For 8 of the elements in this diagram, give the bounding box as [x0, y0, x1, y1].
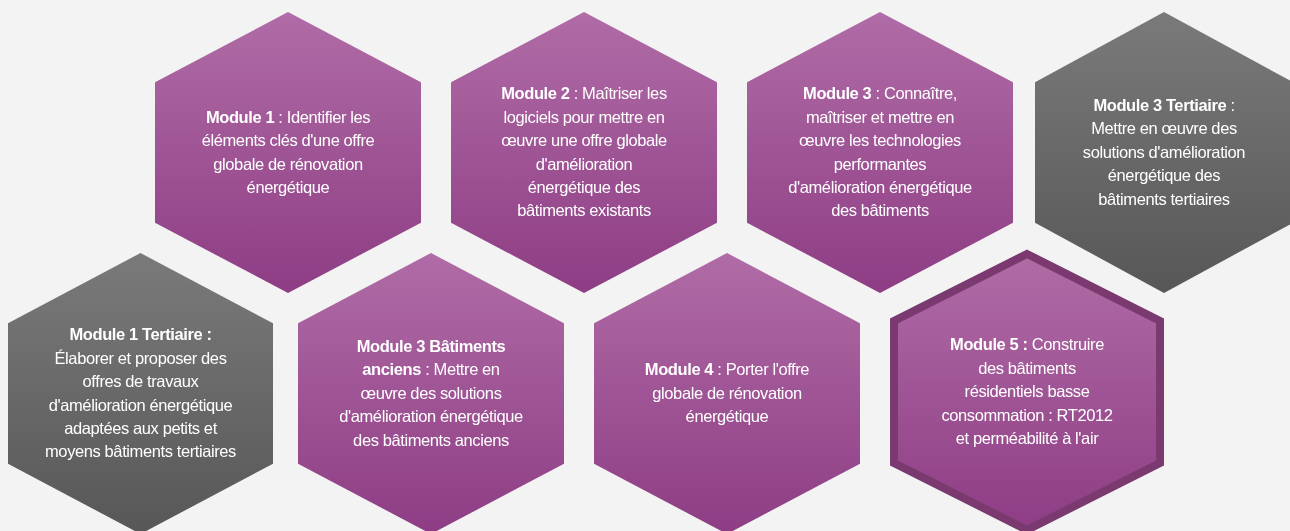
module-description: Module 1 : Identifier les éléments clés d'une offre globale de rénovation énergétique — [200, 106, 376, 198]
module-description: Module 3 Bâtiments anciens : Mettre en œuvre des solutions d'amélioration énergétique des bâtiments anciens — [338, 335, 524, 451]
module-description: Module 3 : Connaître, maîtriser et mettre en œuvre les technologies performantes d'amélioration énergétique des bâtiments — [787, 83, 973, 222]
module-description: Module 4 : Porter l'offre globale de rénovation énergétique — [643, 359, 811, 428]
module-description: Module 1 Tertiaire : Élaborer et proposer des offres de travaux d'amélioration énergétique adaptées aux petits et moyens bâtiments tertiaires — [44, 324, 237, 463]
module-description: Module 5 : Construire des bâtiments résidentiels basse consommation : RT2012 et perméabilité à l'air — [940, 334, 1114, 450]
module-description: Module 3 Tertiaire : Mettre en œuvre des solutions d'amélioration énergétique des bâtiments tertiaires — [1081, 94, 1247, 210]
module-description: Module 2 : Maîtriser les logiciels pour mettre en œuvre une offre globale d'amélioration énergétique des bâtiments existants — [500, 83, 668, 222]
